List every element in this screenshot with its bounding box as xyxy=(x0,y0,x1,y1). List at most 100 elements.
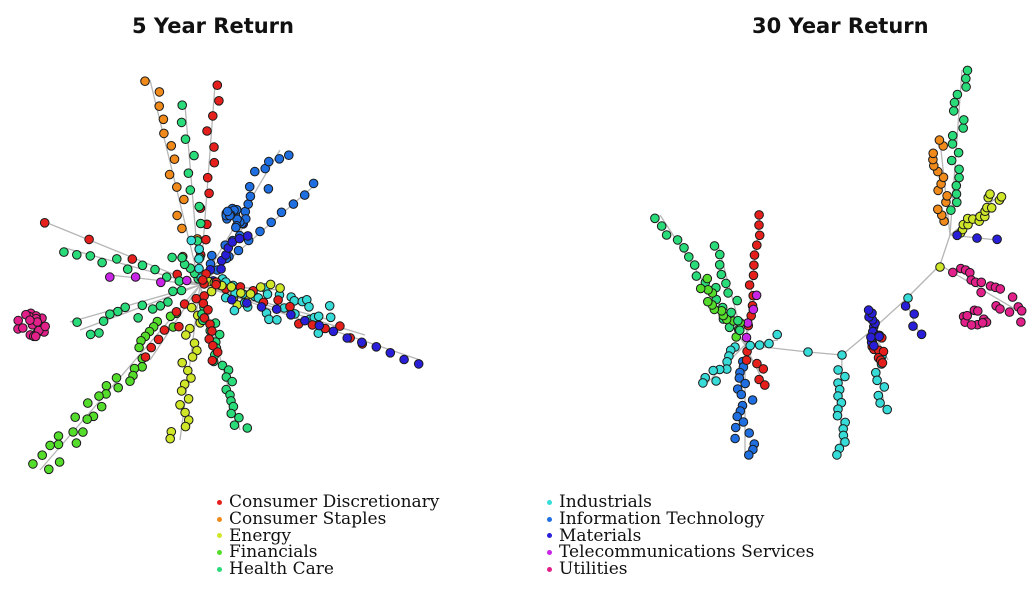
right-consumer-discretionary-branch-2-node xyxy=(752,240,762,250)
legend-label: Materials xyxy=(559,525,642,546)
panel-title-5-year: 5 Year Return xyxy=(132,14,294,38)
right-spine-edge xyxy=(939,234,951,266)
right-utilities-cluster-node xyxy=(966,320,977,330)
right-consumer-staples-branch-node xyxy=(933,204,943,215)
left-utilities-cluster-node xyxy=(25,315,35,326)
left-health-care-branch-2-node xyxy=(85,251,96,261)
right-health-care-branch-2-node xyxy=(735,325,745,336)
health-care-dot-icon xyxy=(217,567,222,573)
left-telecom-branch-node xyxy=(156,277,166,288)
materials-dot-icon xyxy=(547,533,552,539)
left-financials-branch-node xyxy=(53,439,64,450)
left-consumer-discretionary-hub-node xyxy=(211,279,221,290)
left-materials-branch-2-node xyxy=(342,333,353,343)
left-materials-branch-2-node xyxy=(399,354,409,365)
right-industrials-branch-2-node xyxy=(840,437,850,447)
left-materials-branch-2-node xyxy=(256,302,267,312)
right-consumer-discretionary-branch-3-node xyxy=(741,355,752,366)
left-consumer-discretionary-branch-node xyxy=(209,142,219,152)
right-financials-branch-node xyxy=(702,273,713,284)
left-industrials-branch-node xyxy=(186,235,197,246)
left-financials-branch-node xyxy=(54,457,65,467)
left-financials-branch-node xyxy=(28,459,38,469)
left-health-care-branch-3-node xyxy=(176,285,187,296)
left-energy-branch-node xyxy=(180,421,191,432)
left-health-care-branch-4-node xyxy=(229,420,240,431)
left-consumer-staples-branch-node xyxy=(169,154,180,164)
legend-label: Industrials xyxy=(559,492,652,512)
right-consumer-discretionary-branch-3-node xyxy=(752,358,762,369)
left-health-care-branch-node xyxy=(177,100,187,110)
right-materials-branch-2-node xyxy=(909,309,920,319)
right-information-technology-branch-node xyxy=(738,417,749,427)
left-information-technology-branch-2-node xyxy=(288,199,299,209)
right-industrials-branch-2-node xyxy=(832,450,842,460)
right-health-care-branch-node xyxy=(954,172,964,183)
left-health-care-branch-node xyxy=(180,134,191,144)
left-utilities-cluster-node xyxy=(13,315,24,326)
left-consumer-discretionary-branch-4-node xyxy=(207,355,218,366)
legend-label: Energy xyxy=(229,525,292,546)
left-information-technology-branch-2-node xyxy=(266,217,277,228)
right-spine-edge xyxy=(807,351,843,356)
right-industrials-branch-3-node xyxy=(754,340,765,350)
right-utilities-branch-node xyxy=(948,267,958,278)
right-health-care-branch-node xyxy=(684,252,694,262)
left-health-care-branch-5-node xyxy=(177,252,187,263)
right-health-care-branch-2-node xyxy=(715,249,725,260)
left-consumer-discretionary-branch-5-node xyxy=(335,321,345,331)
right-spine-node xyxy=(803,347,813,357)
right-health-care-branch-node xyxy=(948,106,959,116)
left-industrials-branch-2-node xyxy=(325,312,336,323)
legend-item-health-care: Health Care xyxy=(217,561,439,578)
left-telecom-branch-node xyxy=(182,275,192,286)
industrials-dot-icon xyxy=(547,499,552,505)
left-health-care-branch-5-node xyxy=(167,252,177,263)
left-consumer-staples-branch-node xyxy=(158,114,169,125)
left-consumer-discretionary-branch-3-node xyxy=(159,325,170,335)
right-consumer-discretionary-branch-2-node xyxy=(748,270,759,281)
left-consumer-staples-branch-node xyxy=(140,76,150,86)
left-consumer-discretionary-branch-node xyxy=(202,126,212,136)
left-energy-branch-3-node xyxy=(236,288,246,298)
left-health-care-branch-4-node xyxy=(226,408,236,419)
left-health-care-branch-node xyxy=(195,218,206,229)
right-energy-branch-node xyxy=(985,189,995,199)
left-industrials-branch-2-node xyxy=(304,302,314,312)
left-health-care-branch-3-node xyxy=(163,297,173,307)
right-materials-branch-node xyxy=(992,234,1002,245)
left-health-care-branch-2-node xyxy=(137,260,148,271)
right-health-care-branch-node xyxy=(946,155,957,166)
right-health-care-branch-node xyxy=(946,205,956,215)
left-information-technology-branch-node xyxy=(243,199,253,209)
left-materials-branch-2-node xyxy=(371,342,382,352)
left-information-technology-branch-node xyxy=(207,250,217,261)
right-materials-branch-3-node xyxy=(863,305,874,315)
left-consumer-discretionary-branch-2-node xyxy=(127,254,138,264)
right-health-care-branch-node xyxy=(691,271,702,281)
right-utilities-cluster-node xyxy=(962,310,973,321)
left-consumer-discretionary-branch-node xyxy=(208,111,218,121)
right-consumer-discretionary-branch-3-node xyxy=(758,364,769,374)
left-consumer-discretionary-branch-3-node xyxy=(171,307,182,317)
left-financials-branch-node xyxy=(82,414,92,425)
left-materials-branch-node xyxy=(216,264,226,274)
utilities-dot-icon xyxy=(547,567,552,573)
left-energy-branch-node xyxy=(175,400,185,410)
right-utilities-cluster-node xyxy=(973,306,983,316)
left-consumer-discretionary-branch-2-node xyxy=(39,218,50,228)
left-consumer-discretionary-branch-node xyxy=(204,188,214,199)
left-financials-branch-node xyxy=(101,381,112,391)
left-consumer-discretionary-hub-node xyxy=(197,275,208,285)
left-consumer-discretionary-branch-3-node xyxy=(140,352,151,362)
right-health-care-branch-node xyxy=(962,65,973,76)
right-consumer-staples-branch-node xyxy=(942,191,952,201)
right-materials-cluster-node xyxy=(869,341,879,351)
legend-item-energy: Energy xyxy=(217,525,439,546)
left-consumer-discretionary-branch-4-node xyxy=(199,313,210,323)
legend-label: Consumer Discretionary xyxy=(229,492,440,512)
right-materials-branch-node xyxy=(952,230,962,241)
right-financials-branch-node xyxy=(703,296,713,307)
left-consumer-discretionary-branch-node xyxy=(212,80,223,90)
left-health-care-branch-3-node xyxy=(72,317,82,328)
